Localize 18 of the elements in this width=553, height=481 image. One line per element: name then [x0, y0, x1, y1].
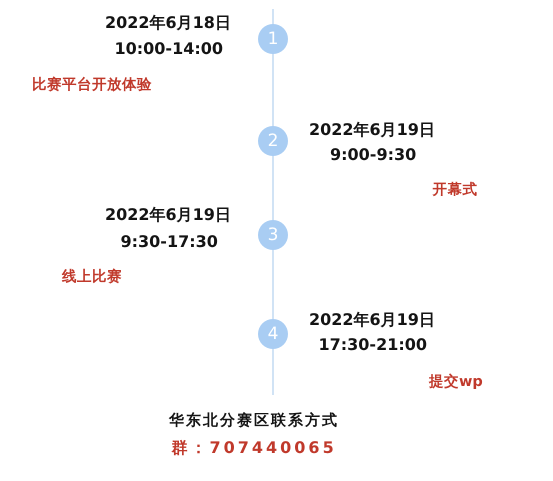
- contact-heading: 华东北分赛区联系方式: [169, 412, 339, 429]
- event-text: 线上比赛: [62, 268, 122, 286]
- time-text: 9:00-9:30: [330, 146, 416, 164]
- step-circle: 1: [258, 24, 288, 54]
- step-circle: 3: [258, 220, 288, 250]
- step-circle: 2: [258, 126, 288, 156]
- date-text: 2022年6月19日: [309, 311, 435, 330]
- contact-text: 群：707440065: [172, 439, 337, 458]
- step-circle: 4: [258, 319, 288, 349]
- event-text: 开幕式: [432, 182, 478, 198]
- time-text: 17:30-21:00: [318, 336, 427, 354]
- event-text: 提交wp: [429, 374, 483, 390]
- time-text: 9:30-17:30: [120, 233, 218, 252]
- date-text: 2022年6月19日: [309, 121, 435, 140]
- event-text: 比赛平台开放体验: [32, 76, 152, 94]
- date-text: 2022年6月18日: [105, 14, 231, 32]
- time-text: 10:00-14:00: [114, 40, 223, 58]
- date-text: 2022年6月19日: [105, 206, 231, 224]
